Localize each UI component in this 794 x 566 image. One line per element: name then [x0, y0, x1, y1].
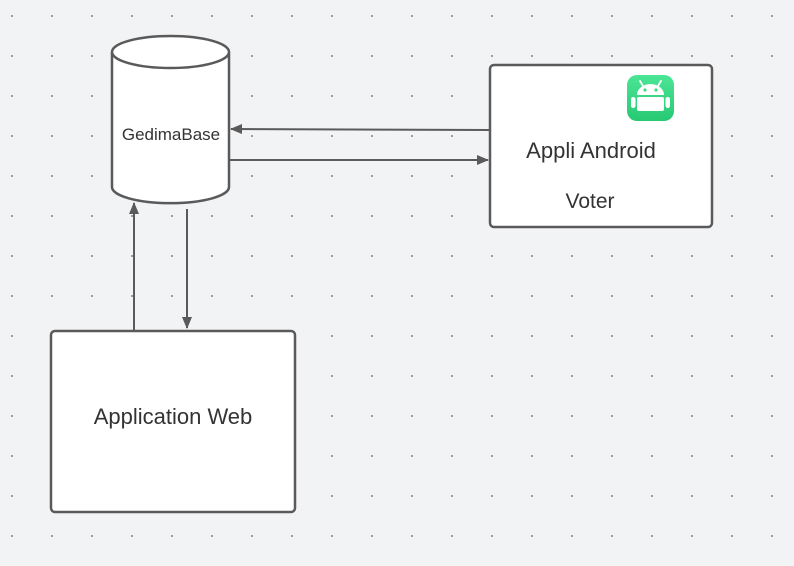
arrow-android-to-database[interactable]: [230, 124, 491, 135]
android-app-subtitle: Voter: [565, 190, 615, 213]
web-app-node[interactable]: [49, 329, 297, 514]
android-app-title: Appli Android: [526, 138, 656, 163]
database-node[interactable]: [110, 34, 231, 205]
android-icon: [627, 75, 674, 121]
database-label: GedimaBase: [121, 125, 221, 144]
web-app-label: Application Web: [93, 404, 253, 429]
